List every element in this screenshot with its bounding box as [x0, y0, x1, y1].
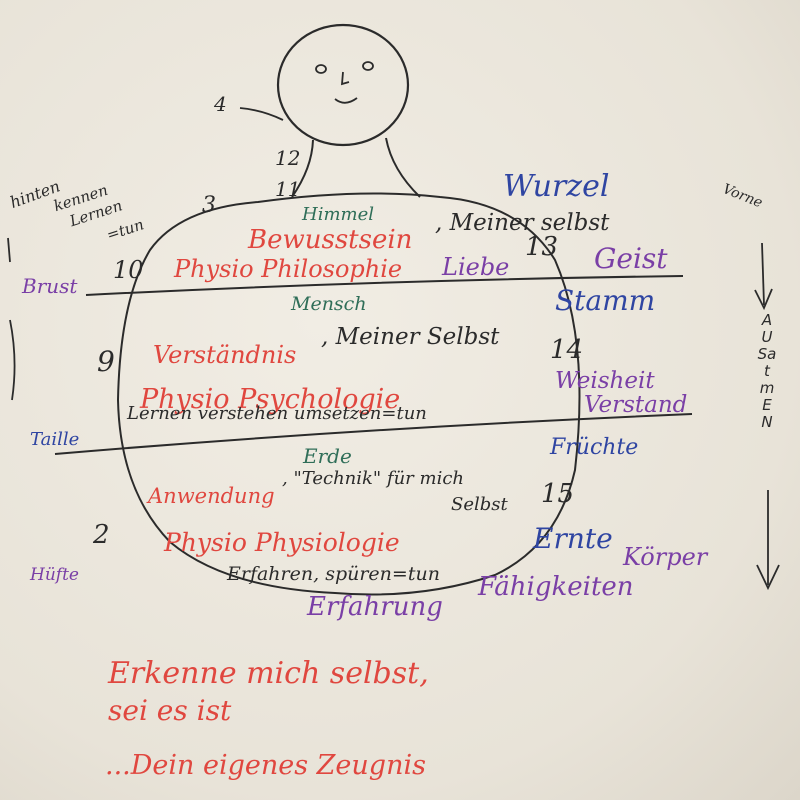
number-9: 9	[97, 345, 115, 378]
neck-left	[291, 139, 314, 198]
label-erfahrung: Erfahrung	[307, 592, 443, 622]
number-4: 4	[214, 92, 227, 116]
label-taille: Taille	[30, 429, 80, 450]
right-eye	[362, 61, 374, 71]
label-physio-philosophie: Physio Philosophie	[174, 255, 403, 283]
label-liebe: Liebe	[442, 253, 510, 281]
label-mensch: Mensch	[291, 293, 367, 315]
label-verstaendnis: Verständnis	[153, 341, 297, 369]
footer-line-1: Erkenne mich selbst,	[108, 656, 429, 691]
label-geist: Geist	[594, 242, 668, 275]
number-15: 15	[541, 479, 575, 509]
label-faehigkeiten: Fähigkeiten	[478, 572, 634, 602]
body-outline	[116, 192, 581, 596]
label-lernen-verstehen: Lernen verstehen umsetzen=tun	[127, 403, 427, 424]
number-12: 12	[275, 146, 301, 170]
label-selbst-bottom: Selbst	[451, 494, 508, 515]
pointer-4	[239, 107, 284, 121]
neck-right	[385, 137, 421, 198]
label-fruechte: Früchte	[550, 435, 639, 460]
label-stamm: Stamm	[555, 284, 656, 317]
nose	[340, 71, 350, 86]
label-ernte: Ernte	[533, 522, 613, 555]
label-bewusstsein: Bewusstsein	[248, 225, 413, 255]
number-10: 10	[113, 256, 144, 284]
left-eye	[315, 64, 327, 74]
label-erfahren-spueren: Erfahren, spüren=tun	[227, 563, 440, 585]
label-himmel: Himmel	[302, 204, 374, 225]
footer-line-2: sei es ist	[108, 694, 232, 727]
label-brust: Brust	[22, 274, 78, 298]
label-ausatmen: AUSatmEN	[757, 311, 777, 431]
left-edge-curve	[9, 319, 16, 401]
label-erde: Erde	[303, 444, 352, 468]
label-meiner-selbst-mid: , Meiner Selbst	[321, 324, 500, 350]
line-taille	[54, 413, 693, 455]
label-koerper: Körper	[623, 543, 708, 571]
footer-line-3: ...Dein eigenes Zeugnis	[105, 750, 426, 781]
number-3: 3	[202, 193, 216, 218]
label-technik: , "Technik" für mich	[282, 468, 464, 489]
label-weisheit: Weisheit	[555, 368, 655, 394]
label-huefte: Hüfte	[30, 565, 79, 585]
label-anwendung: Anwendung	[148, 484, 275, 508]
arrow-bottom-head	[756, 564, 780, 591]
label-verstand: Verstand	[584, 392, 688, 418]
arrow-top-shaft	[761, 242, 765, 306]
line-brust	[85, 275, 684, 296]
arrow-top-head	[754, 288, 773, 311]
number-11: 11	[275, 177, 301, 201]
label-physio-physiologie: Physio Physiologie	[164, 528, 400, 557]
number-14: 14	[550, 335, 584, 365]
left-edge-mark	[7, 237, 11, 263]
number-13: 13	[525, 232, 559, 262]
number-2: 2	[93, 520, 110, 550]
label-wurzel: Wurzel	[503, 169, 610, 204]
label-physio-psychologie: Physio Psychologie	[140, 384, 401, 415]
label-meiner-selbst-top: , Meiner selbst	[435, 210, 610, 236]
head-outline	[276, 23, 410, 147]
mouth	[334, 97, 358, 104]
